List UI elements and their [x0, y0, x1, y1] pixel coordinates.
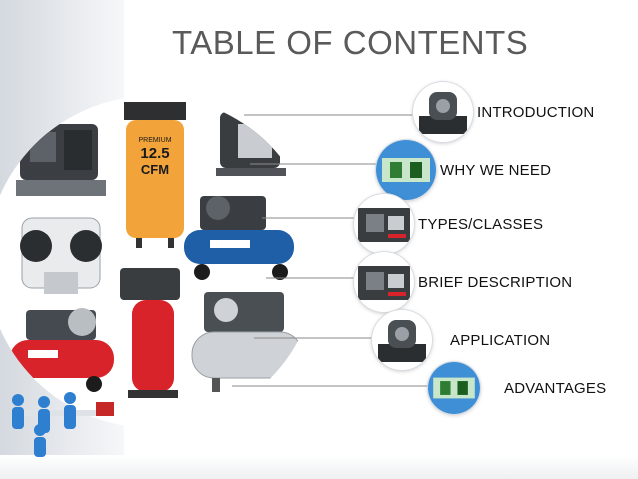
toc-label-advantages: ADVANTAGES	[504, 379, 607, 397]
toc-label-types-classes: TYPES/CLASSES	[418, 215, 544, 233]
toc-label-application: APPLICATION	[450, 331, 551, 349]
slide-title: TABLE OF CONTENTS	[172, 24, 529, 61]
toc-item-advantages[interactable]: ADVANTAGES	[428, 362, 606, 414]
toc-label-brief-description: BRIEF DESCRIPTION	[418, 273, 573, 291]
compressor-cutaway-icon	[428, 362, 480, 414]
compressor-unit-icon	[413, 82, 473, 142]
red-vertical-tank	[120, 268, 180, 398]
silver-horizontal-tank	[191, 292, 303, 392]
compressor-collage-art: 12.5 CFM PREMIUM	[10, 102, 303, 398]
blue-horizontal-tank	[184, 196, 294, 280]
tank-label-2: CFM	[141, 162, 169, 177]
toc-item-application[interactable]: APPLICATION	[372, 310, 550, 370]
white-compressor-left	[20, 217, 102, 294]
toc-item-why-we-need[interactable]: WHY WE NEED	[376, 140, 551, 200]
orange-vertical-tank: 12.5 CFM PREMIUM	[124, 102, 186, 248]
compressor-machine-icon	[354, 194, 414, 254]
tank-label-3: PREMIUM	[138, 137, 171, 144]
floor-gradient	[0, 455, 638, 479]
meeting-figures-illustration	[12, 392, 114, 457]
compressor-collage: 12.5 CFM PREMIUM	[0, 96, 318, 428]
toc-item-brief-description[interactable]: BRIEF DESCRIPTION	[354, 252, 572, 312]
toc-label-introduction: INTRODUCTION	[477, 103, 595, 121]
red-horizontal-tank	[10, 308, 114, 392]
compressor-machine-icon	[354, 252, 414, 312]
toc-label-why-we-need: WHY WE NEED	[440, 161, 552, 179]
compressor-unit-icon	[372, 310, 432, 370]
toc-item-types-classes[interactable]: TYPES/CLASSES	[354, 194, 543, 254]
compressor-cutaway-icon	[376, 140, 436, 200]
pump-head-top-left	[16, 124, 106, 196]
tank-label-1: 12.5	[140, 145, 169, 162]
toc-item-introduction[interactable]: INTRODUCTION	[413, 82, 594, 142]
